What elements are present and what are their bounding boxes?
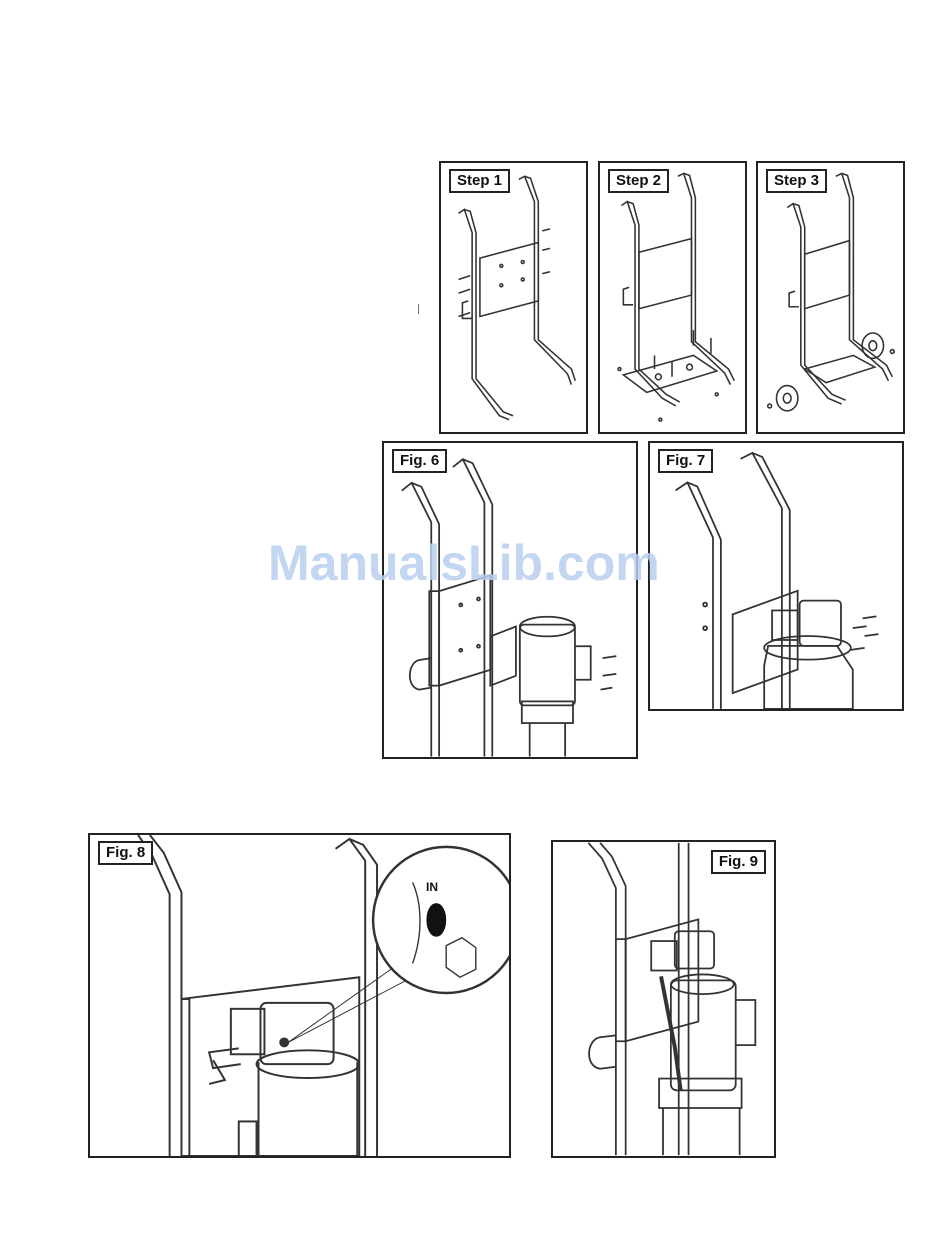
- in-port-label: IN: [426, 880, 438, 894]
- step-3-illustration: [758, 163, 903, 432]
- fig-6-illustration: [384, 443, 636, 757]
- fig-8-illustration: [90, 835, 509, 1156]
- step-2-label: Step 2: [608, 169, 669, 193]
- fig-9-illustration: [553, 842, 774, 1156]
- step-2-panel: Step 2: [598, 161, 747, 434]
- fig-8-panel: Fig. 8 IN: [88, 833, 511, 1158]
- step-1-illustration: [441, 163, 586, 432]
- fig-8-label: Fig. 8: [98, 841, 153, 865]
- fig-9-panel: Fig. 9: [551, 840, 776, 1158]
- fig-7-label: Fig. 7: [658, 449, 713, 473]
- fig-7-illustration: [650, 443, 902, 709]
- step-1-label: Step 1: [449, 169, 510, 193]
- step-2-illustration: [600, 163, 745, 432]
- fig-6-label: Fig. 6: [392, 449, 447, 473]
- step-1-panel: Step 1: [439, 161, 588, 434]
- step-3-label: Step 3: [766, 169, 827, 193]
- step-3-panel: Step 3: [756, 161, 905, 434]
- margin-mark: [418, 304, 419, 314]
- fig-9-label: Fig. 9: [711, 850, 766, 874]
- fig-6-panel: Fig. 6: [382, 441, 638, 759]
- fig-7-panel: Fig. 7: [648, 441, 904, 711]
